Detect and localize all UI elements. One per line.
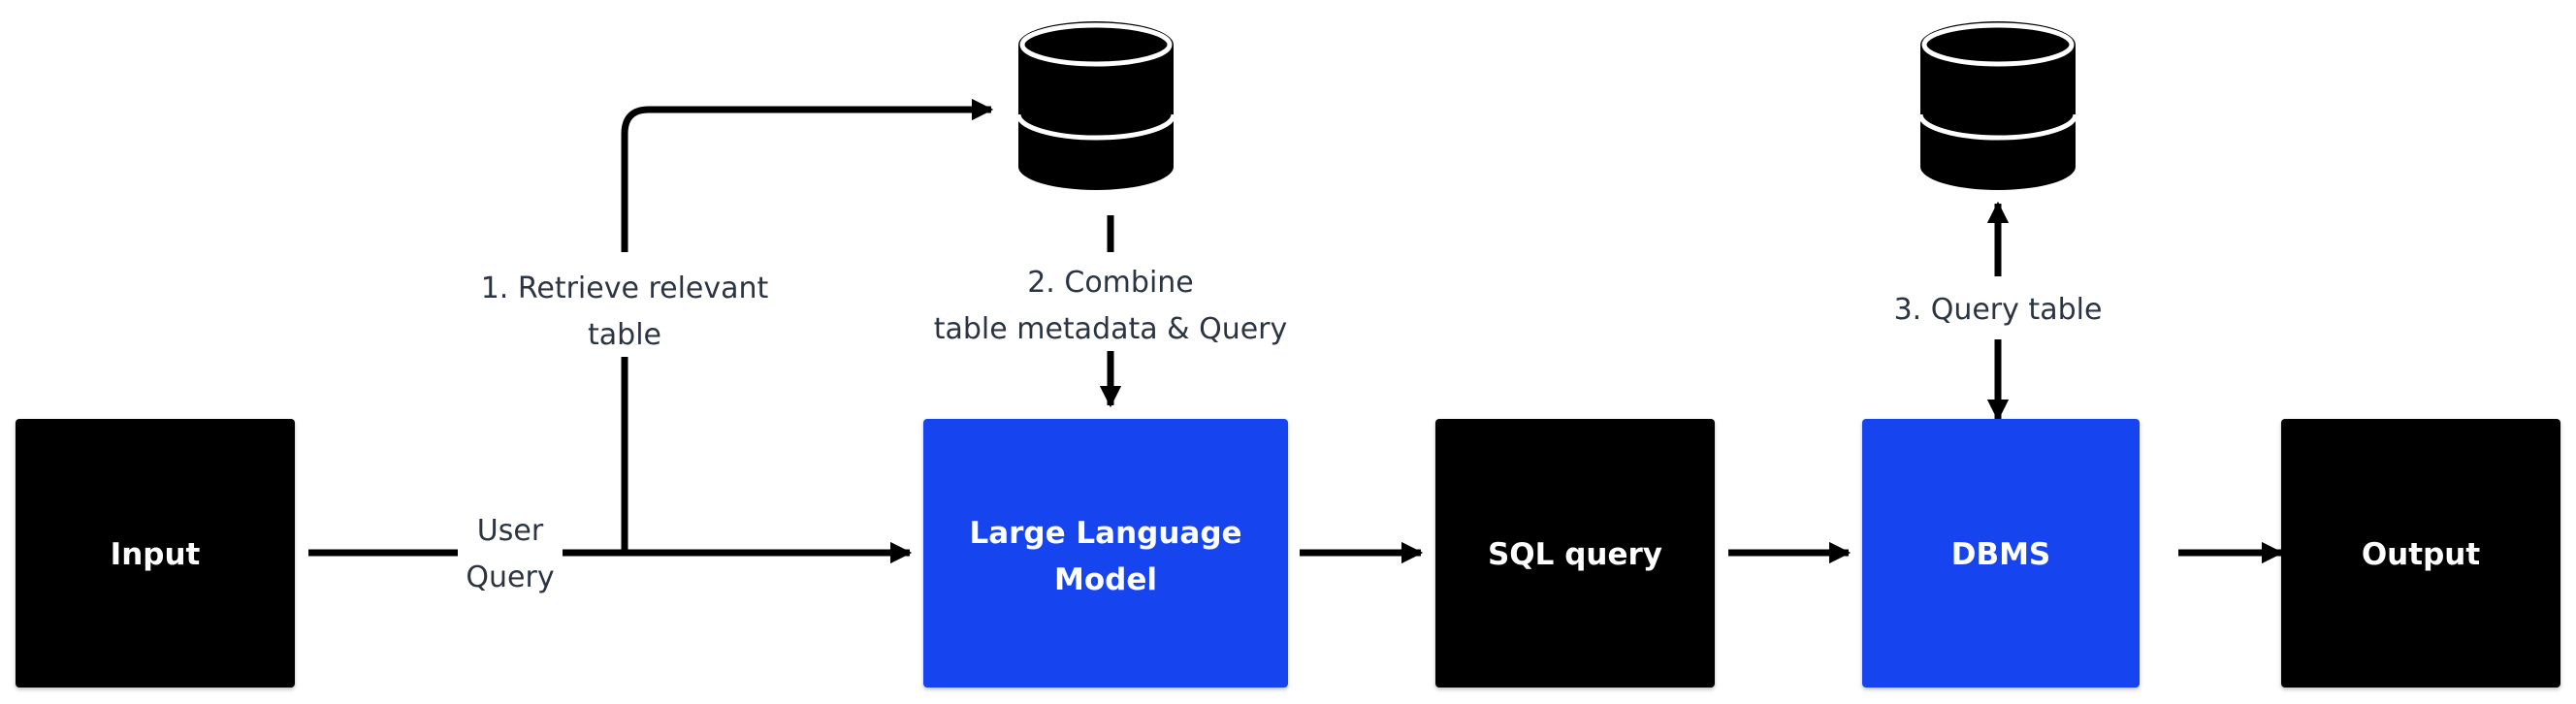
database-icon: [1015, 21, 1176, 190]
label-combine-line2: table metadata & Query: [934, 312, 1288, 346]
label-retrieve-line2: table: [588, 318, 661, 352]
label-query-table: 3. Query table: [1894, 293, 2103, 327]
node-output: Output: [2281, 419, 2560, 688]
node-input: Input: [16, 419, 295, 688]
node-output-label: Output: [2362, 537, 2481, 572]
node-input-label: Input: [111, 537, 201, 572]
label-user-query-line2: Query: [466, 560, 554, 594]
node-llm-label-line1: Large Language: [969, 516, 1241, 551]
node-llm-label-line2: Model: [1054, 562, 1157, 597]
node-sql-query-label: SQL query: [1488, 537, 1662, 572]
node-dbms: DBMS: [1862, 419, 2140, 688]
label-user-query-line1: User: [477, 514, 544, 548]
edge-branch-upper: [621, 98, 994, 252]
node-sql-query: SQL query: [1435, 419, 1715, 688]
node-llm: Large Language Model: [923, 419, 1288, 688]
database-icon: [1917, 21, 2078, 190]
node-dbms-label: DBMS: [1951, 537, 2051, 572]
label-retrieve-line1: 1. Retrieve relevant: [481, 272, 769, 305]
label-combine-line1: 2. Combine: [1027, 266, 1194, 300]
